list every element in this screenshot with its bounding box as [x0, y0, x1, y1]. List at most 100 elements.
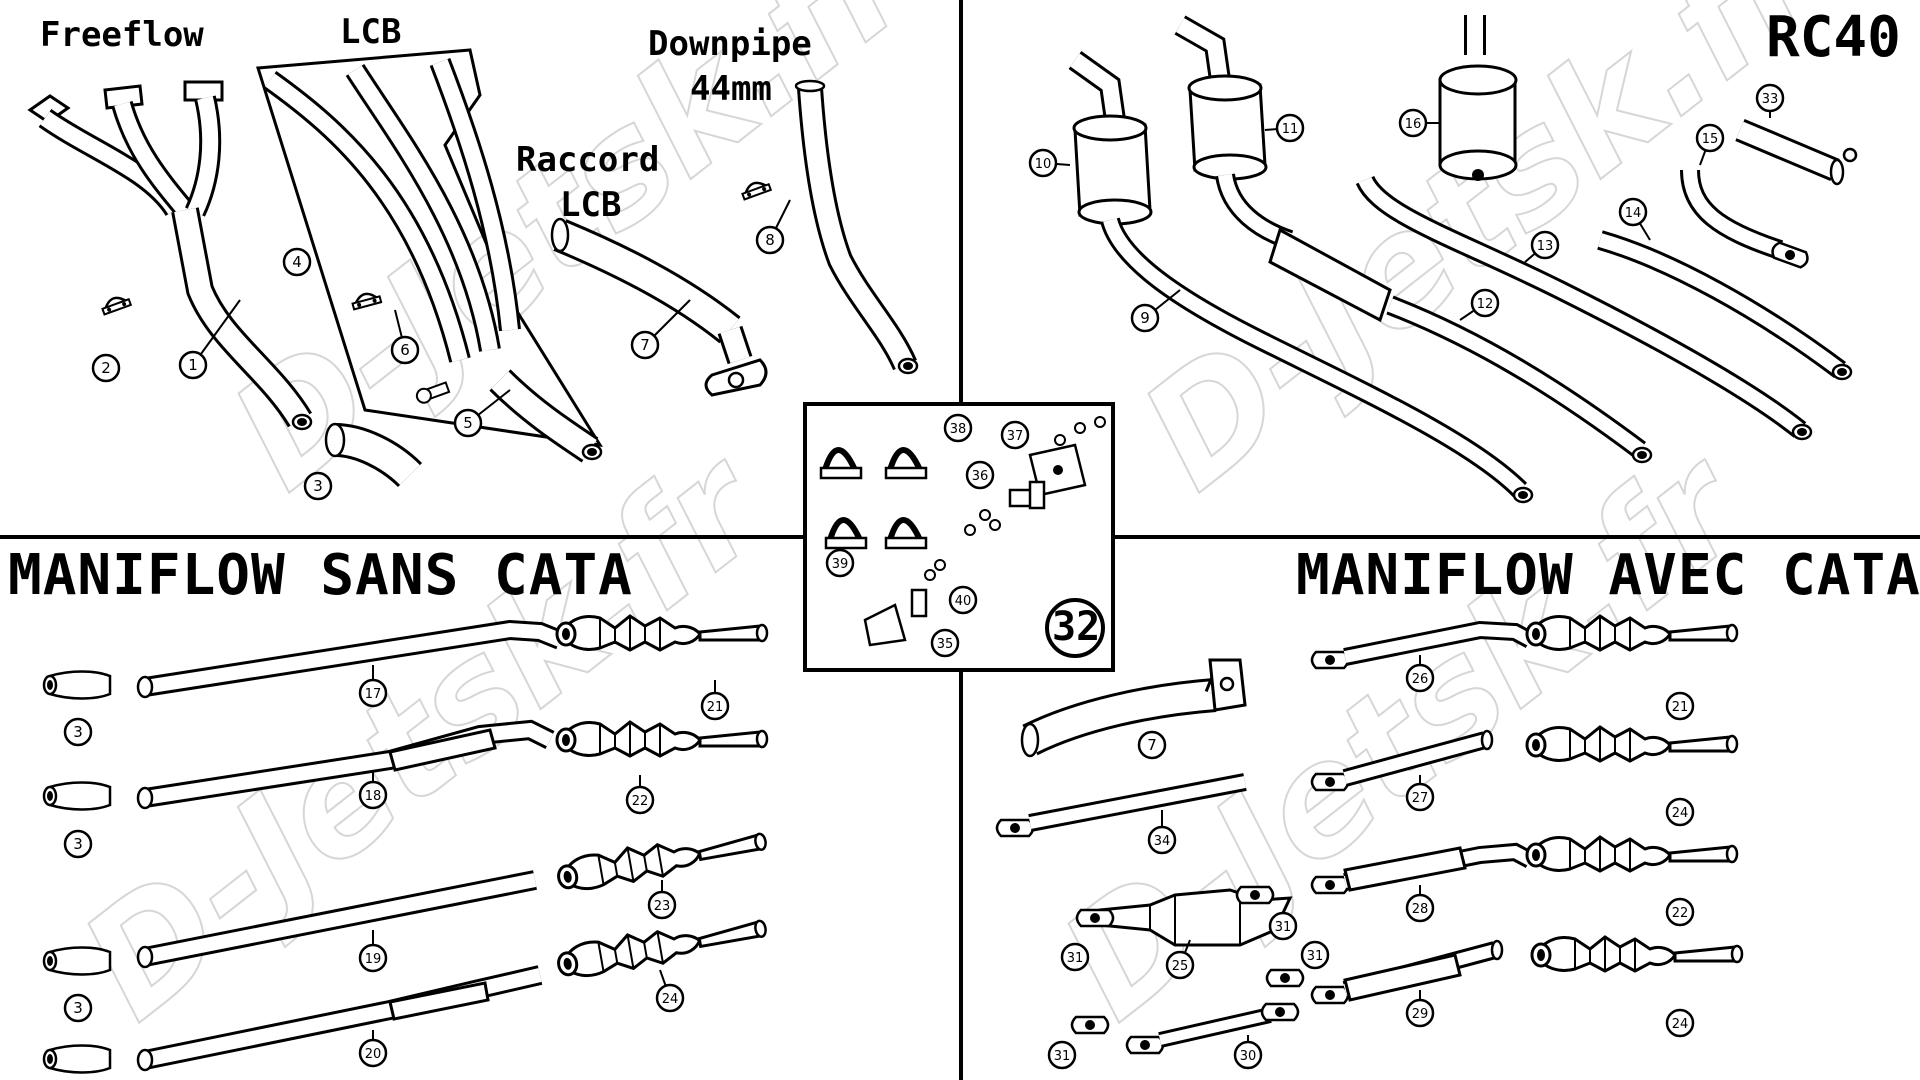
callout-2: 2 — [91, 353, 121, 383]
callout-number: 38 — [950, 422, 967, 437]
callout-23: 23 — [647, 890, 677, 920]
title-lcb: LCB — [340, 12, 402, 52]
callout-number: 10 — [1035, 157, 1052, 172]
lcb-manifold — [256, 48, 603, 463]
callout-39: 39 — [825, 548, 855, 578]
callout-number: 18 — [365, 789, 382, 804]
pipe-30 — [1070, 1002, 1300, 1055]
callout-21: 21 — [1665, 691, 1695, 721]
callout-number: 13 — [1537, 239, 1554, 254]
callout-37: 37 — [1000, 420, 1030, 450]
callout-number: 19 — [365, 952, 382, 967]
bolt-icon — [415, 381, 451, 404]
callout-34: 34 — [1147, 825, 1177, 855]
callout-number: 20 — [365, 1047, 382, 1062]
pipe-end-icon — [897, 357, 919, 375]
callout-number: 7 — [640, 336, 650, 354]
callout-20: 20 — [358, 1038, 388, 1068]
title-downpipe-1: Downpipe — [648, 24, 812, 64]
callout-number: 7 — [1147, 736, 1157, 754]
rc40-silencer-10 — [1068, 51, 1528, 498]
callout-number: 24 — [1672, 1017, 1689, 1032]
callout-31: 31 — [1060, 942, 1090, 972]
hardware-bracket-35-40 — [863, 559, 946, 647]
pipe-34 — [995, 773, 1247, 838]
callout-number: 3 — [73, 999, 83, 1017]
callout-number: 5 — [463, 414, 473, 432]
flange-31-small — [1265, 968, 1305, 988]
freeflow-manifold — [27, 80, 313, 428]
title-maniflow-avec-cata: MANIFLOW AVEC CATA — [1296, 543, 1920, 608]
callout-16: 16 — [1398, 108, 1428, 138]
callout-38: 38 — [943, 413, 973, 443]
maniflow-sans-cata-row1 — [42, 614, 769, 700]
callout-9: 9 — [1130, 303, 1160, 333]
center-badge-circle — [1045, 598, 1105, 658]
rc40-pipe-14 — [1597, 230, 1846, 379]
callout-3: 3 — [63, 717, 93, 747]
callout-22: 22 — [625, 785, 655, 815]
callout-27: 27 — [1405, 782, 1435, 812]
callout-3: 3 — [63, 829, 93, 859]
callout-number: 30 — [1240, 1049, 1257, 1064]
maniflow-avec-cata-row2 — [1310, 725, 1739, 792]
callout-7: 7 — [1137, 730, 1167, 760]
callout-number: 34 — [1154, 834, 1171, 849]
callout-number: 11 — [1282, 122, 1299, 137]
maniflow-avec-cata-row3 — [1310, 835, 1739, 895]
callout-11: 11 — [1275, 113, 1305, 143]
callout-number: 15 — [1702, 132, 1719, 147]
callout-number: 28 — [1412, 902, 1429, 917]
callout-number: 1 — [188, 356, 198, 374]
downpipe-44mm — [794, 79, 917, 371]
callout-number: 39 — [832, 557, 849, 572]
maniflow-sans-cata-row2 — [42, 719, 769, 811]
pipe-end-icon — [291, 413, 313, 431]
callout-number: 8 — [765, 231, 775, 249]
callout-24: 24 — [1665, 797, 1695, 827]
callout-21: 21 — [700, 691, 730, 721]
raccord-lcb — [550, 217, 768, 397]
callout-number: 25 — [1172, 959, 1189, 974]
callout-6: 6 — [390, 335, 420, 365]
title-raccord-1: Raccord — [516, 140, 660, 180]
callout-3: 3 — [303, 471, 333, 501]
callout-number: 24 — [1672, 806, 1689, 821]
callout-number: 35 — [937, 637, 954, 652]
rc40-tube-33 — [1735, 118, 1858, 186]
title-raccord-2: LCB — [560, 185, 622, 225]
center-badge-number: 32 — [1052, 604, 1101, 650]
callout-number: 31 — [1054, 1049, 1071, 1064]
callout-14: 14 — [1618, 197, 1648, 227]
callout-number: 31 — [1067, 951, 1084, 966]
callout-number: 14 — [1625, 206, 1642, 221]
callout-31: 31 — [1047, 1040, 1077, 1070]
callout-19: 19 — [358, 943, 388, 973]
callout-36: 36 — [965, 460, 995, 490]
callout-number: 6 — [400, 341, 410, 359]
clamp-icon — [99, 292, 133, 316]
callout-number: 31 — [1307, 949, 1324, 964]
callout-number: 23 — [654, 899, 671, 914]
callout-24: 24 — [655, 983, 685, 1013]
callout-5: 5 — [453, 408, 483, 438]
pipe-end-icon — [1631, 446, 1653, 464]
callout-number: 3 — [313, 477, 323, 495]
pipe-end-icon — [1831, 363, 1853, 381]
maniflow-avec-cata-row1 — [1310, 614, 1739, 670]
raccord-lcb-7-bottom — [1020, 658, 1247, 758]
callout-3: 3 — [63, 993, 93, 1023]
callout-number: 3 — [73, 835, 83, 853]
callout-18: 18 — [358, 780, 388, 810]
callout-number: 4 — [292, 253, 302, 271]
callout-26: 26 — [1405, 663, 1435, 693]
callout-number: 31 — [1275, 920, 1292, 935]
maniflow-avec-cata-row4 — [1310, 935, 1744, 1005]
callout-31: 31 — [1268, 911, 1298, 941]
title-downpipe-2: 44mm — [690, 69, 772, 109]
callout-number: 2 — [101, 359, 111, 377]
callout-number: 12 — [1477, 297, 1494, 312]
title-maniflow-sans-cata: MANIFLOW SANS CATA — [8, 543, 633, 608]
title-freeflow: Freeflow — [40, 15, 204, 55]
